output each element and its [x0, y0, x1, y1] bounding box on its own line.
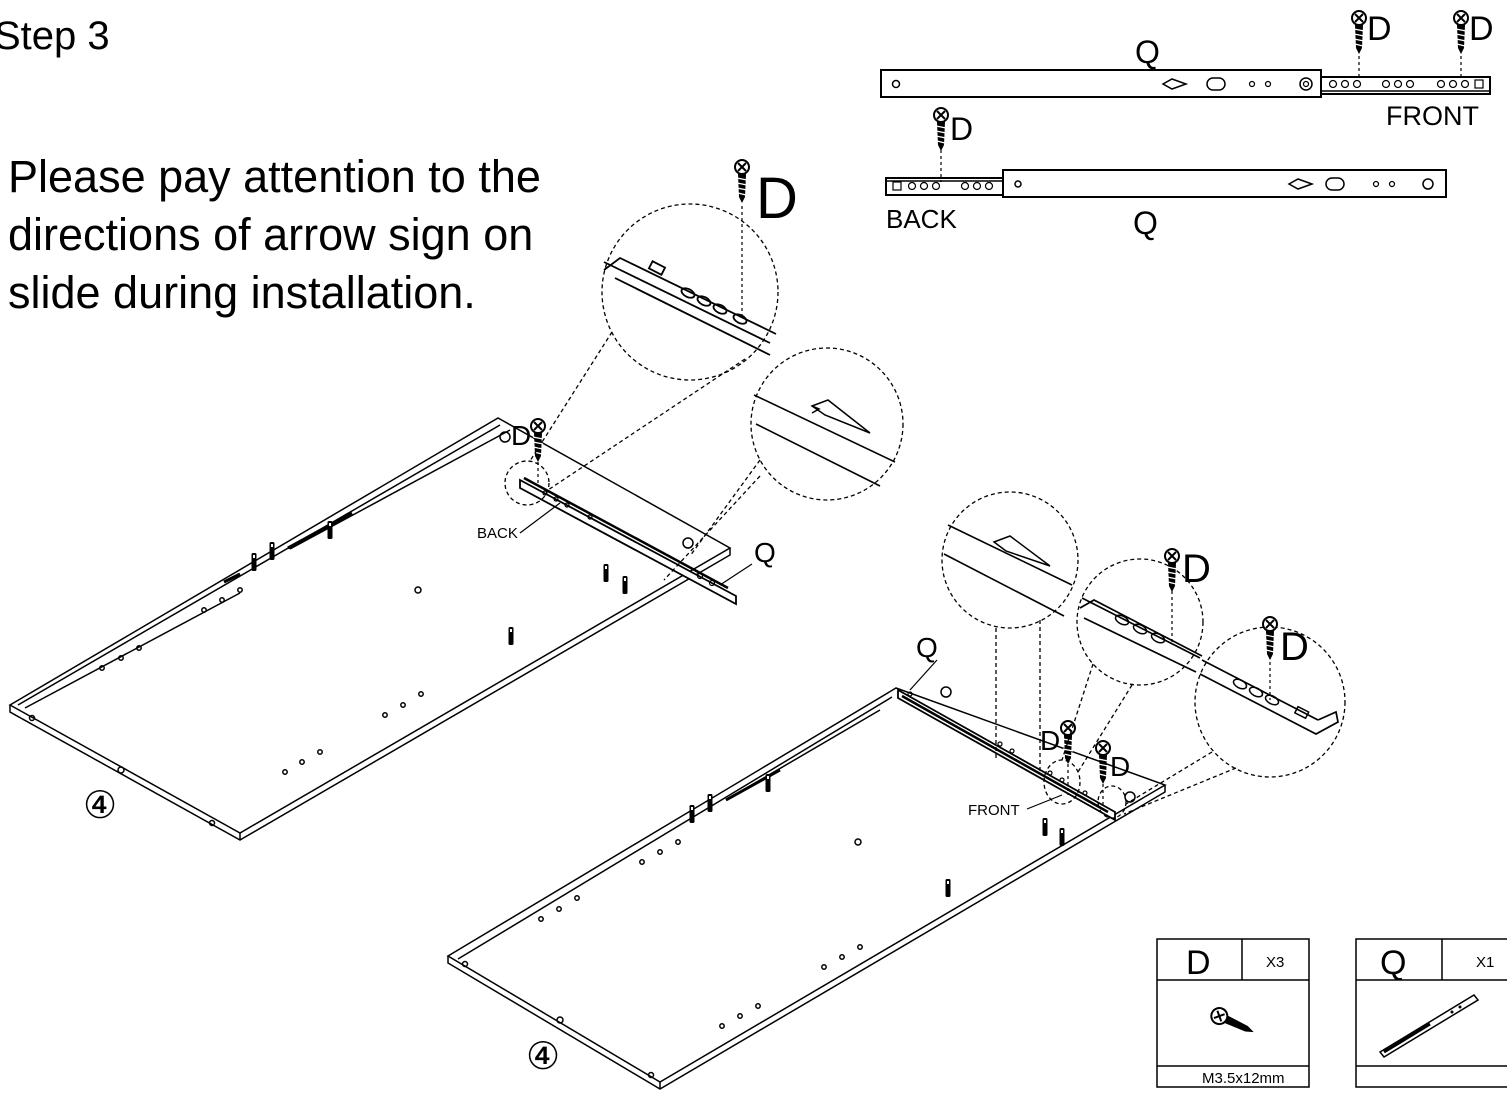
dowel-icon	[945, 879, 951, 897]
screw-label: D	[1280, 625, 1309, 669]
panel-right	[446, 686, 1167, 1090]
screw-icon	[1351, 10, 1367, 55]
step-title: Step 3	[0, 14, 110, 58]
screw-label: D	[1110, 751, 1130, 782]
detail-circle-screw-right-1: D	[1043, 547, 1211, 805]
detail-circle-arrow-left	[663, 347, 904, 581]
screw-icon	[1262, 616, 1278, 661]
panel-left-pegs	[251, 418, 628, 645]
dowel-icon	[1042, 818, 1048, 836]
dowel-icon	[707, 794, 713, 812]
note-line-2: directions of arrow sign on	[8, 209, 534, 260]
screw-label: D	[1040, 725, 1060, 756]
screw-icon	[933, 107, 949, 152]
screw-icon	[1164, 548, 1180, 593]
dowel-icon	[508, 627, 514, 645]
screw-icon	[1453, 10, 1469, 55]
front-label: FRONT	[1386, 101, 1479, 131]
slide-rail-icon	[1378, 994, 1480, 1058]
dowel-icon	[689, 805, 695, 823]
dowel-icon	[269, 542, 275, 560]
screw-icon	[1210, 1007, 1254, 1033]
note-line-1: Please pay attention to the	[8, 151, 541, 202]
instruction-note: Please pay attention to the directions o…	[8, 148, 598, 322]
screw-label: D	[1367, 10, 1392, 48]
part-box-slide: Q X1	[1355, 938, 1507, 1088]
top-slide-rail-back: D BACK Q	[885, 107, 1447, 241]
detail-circle-screw	[504, 203, 779, 506]
screw-label: D	[511, 420, 531, 451]
part-qty: X3	[1266, 954, 1284, 971]
detail-circle-arrow-right	[941, 491, 1079, 772]
part-box-screw: D X3 M3.5x12mm	[1156, 938, 1310, 1088]
panel-number-right: ④	[526, 1036, 560, 1078]
svg-text:④: ④	[526, 1036, 560, 1078]
front-label: FRONT	[968, 802, 1020, 819]
top-slide-rail-front: D D Q FRONT	[880, 10, 1494, 131]
screw-icon	[734, 159, 750, 204]
dowel-icon	[251, 553, 257, 571]
panel-right-pegs	[689, 720, 1111, 897]
svg-text:④: ④	[83, 785, 117, 827]
panel-left	[8, 417, 737, 841]
dowel-icon	[622, 576, 628, 594]
dowel-icon	[327, 521, 333, 539]
back-label: BACK	[886, 204, 957, 234]
note-line-3: slide during installation.	[8, 267, 476, 318]
back-label: BACK	[477, 525, 518, 542]
part-letter: D	[1186, 944, 1211, 982]
slide-label: Q	[916, 632, 938, 663]
detail-circle-screw-right-2: D	[1097, 616, 1346, 819]
part-letter: Q	[1380, 944, 1406, 982]
dowel-icon	[765, 774, 771, 792]
slide-label: Q	[754, 537, 776, 568]
slide-label: Q	[1135, 34, 1160, 70]
dowel-icon	[603, 564, 609, 582]
part-qty: X1	[1476, 954, 1494, 971]
part-size: M3.5x12mm	[1202, 1070, 1285, 1087]
screw-label: D	[1182, 547, 1211, 591]
screw-label: D	[1469, 10, 1494, 48]
dowel-icon	[1059, 828, 1065, 846]
slide-label: Q	[1133, 205, 1158, 241]
screw-label: D	[950, 111, 973, 147]
screw-label: D	[756, 166, 798, 231]
detail-rail-closeup	[603, 256, 777, 356]
panel-number-left: ④	[83, 785, 117, 827]
